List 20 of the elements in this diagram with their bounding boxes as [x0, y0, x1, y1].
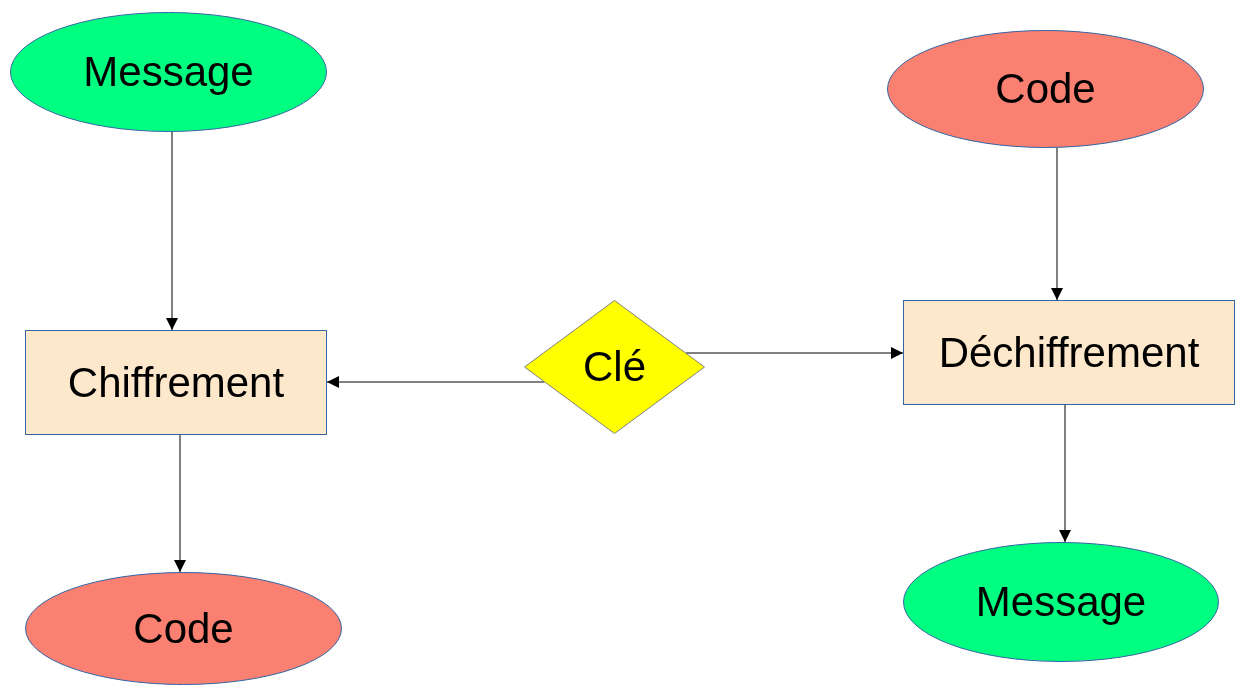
arrow	[174, 434, 186, 573]
node-label: Chiffrement	[67, 358, 285, 407]
process-box	[903, 300, 1235, 405]
node-label: Déchiffrement	[938, 328, 1200, 377]
ellipse-node	[887, 30, 1204, 148]
ellipse-node	[25, 572, 342, 685]
node-label: Code	[995, 65, 1096, 113]
arrow	[1051, 147, 1063, 301]
arrow	[1059, 404, 1071, 543]
node-label: Message	[83, 48, 254, 96]
node-label: Code	[133, 604, 234, 653]
node-label: Message	[975, 578, 1147, 626]
arrow	[685, 347, 904, 359]
node-label: Clé	[583, 343, 646, 391]
arrow	[326, 376, 545, 388]
ellipse-node	[903, 542, 1219, 662]
process-box	[25, 330, 327, 435]
arrow	[166, 131, 178, 331]
decision-diamond	[524, 300, 705, 434]
ellipse-node	[10, 12, 327, 132]
